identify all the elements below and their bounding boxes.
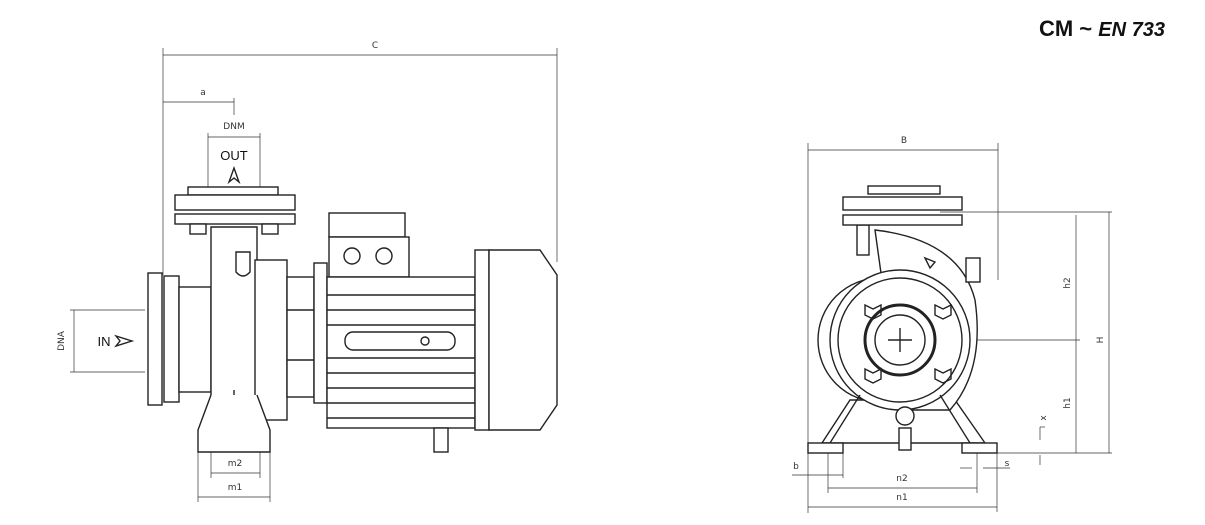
dim-b-label: B [901,136,907,146]
dim-m2-label: m2 [228,459,243,469]
inlet-label: IN [98,334,111,349]
dimension-lines-side [70,48,558,502]
pump-body-side [147,186,315,453]
outlet-label: OUT [220,148,248,163]
model-name: CM [1038,16,1074,41]
dimension-lines-front [792,143,1112,513]
motor-side [313,212,558,453]
dim-a-label: a [200,88,206,98]
inlet-arrow-icon [114,334,135,348]
pump-front [807,185,998,454]
dim-h-label: H [1096,337,1106,344]
dim-n2-label: n2 [896,474,907,484]
page-title: CM ~ EN 733 [1039,16,1165,42]
dim-h1-label: h1 [1063,397,1073,408]
side-view: C a DNM DNA OUT IN m2 m1 [57,41,558,502]
dim-dnm-label: DNM [223,122,244,132]
dim-n1-label: n1 [896,493,907,503]
fan-cover [488,249,558,431]
dim-c-label: C [372,41,378,51]
standard-name: EN 733 [1098,19,1165,41]
tilde-separator: ~ [1079,16,1093,41]
dim-x-label: x [1039,415,1049,421]
flange-bolts [864,303,952,384]
dim-m1-label: m1 [228,483,243,493]
front-view: B h2 H h1 x b s n2 n1 [792,136,1112,513]
dim-b-small-label: b [793,462,799,472]
dim-dna-label: DNA [57,330,67,351]
rotation-arrow-icon [923,256,937,270]
outlet-arrow-icon [227,165,241,185]
dim-h2-label: h2 [1063,277,1073,288]
dim-s-label: s [1005,459,1010,469]
cable-gland-icon [375,247,393,265]
cable-gland-icon [343,247,361,265]
